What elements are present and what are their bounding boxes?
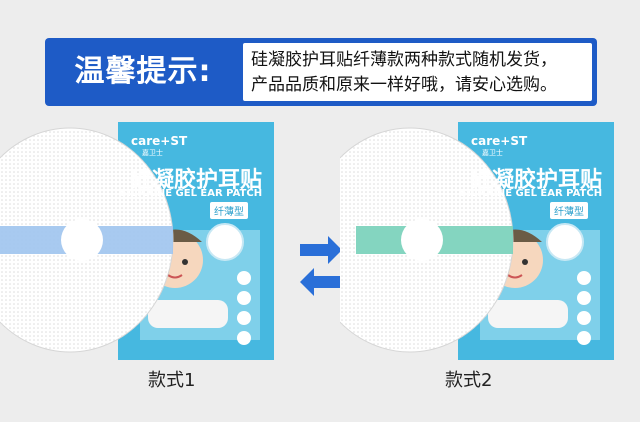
notice-line-2: 产品品质和原来一样好哦，请安心选购。 xyxy=(251,75,557,95)
product-title-cn: 硅凝胶护耳贴 xyxy=(130,168,263,193)
product-badge: 纤薄型 xyxy=(550,202,588,219)
notice-banner: 温馨提示: 硅凝胶护耳贴纤薄款两种款式随机发货， 产品品质和原来一样好哦，请安心… xyxy=(45,38,597,106)
caption-style-1: 款式1 xyxy=(148,370,196,391)
product-illustration-1 xyxy=(0,122,274,360)
product-title-cn: 硅凝胶护耳贴 xyxy=(470,168,603,193)
brand-sub: 嘉卫士 xyxy=(482,149,503,157)
notice-label: 温馨提示: xyxy=(74,54,212,89)
brand-logo: care+ST xyxy=(131,134,188,148)
patch-hole xyxy=(401,219,443,261)
notice-line-1: 硅凝胶护耳贴纤薄款两种款式随机发货， xyxy=(251,50,557,70)
patch-hole xyxy=(61,219,103,261)
swap-arrows-icon xyxy=(300,236,342,296)
brand-sub: 嘉卫士 xyxy=(142,149,163,157)
caption-style-2: 款式2 xyxy=(445,370,493,391)
product-illustration-2 xyxy=(306,122,614,360)
product-badge: 纤薄型 xyxy=(210,202,248,219)
product-title-en: SILICONE GEL EAR PATCH xyxy=(460,188,603,199)
product-style-2: care+ST 嘉卫士 硅凝胶护耳贴 SILICONE GEL EAR PATC… xyxy=(306,110,640,365)
brand-logo: care+ST xyxy=(471,134,528,148)
notice-text-box: 硅凝胶护耳贴纤薄款两种款式随机发货， 产品品质和原来一样好哦，请安心选购。 xyxy=(243,43,592,101)
product-title-en: SILICONE GEL EAR PATCH xyxy=(120,188,263,199)
product-style-1: care+ST 嘉卫士 硅凝胶护耳贴 SILICONE GEL EAR PATC… xyxy=(0,110,300,365)
